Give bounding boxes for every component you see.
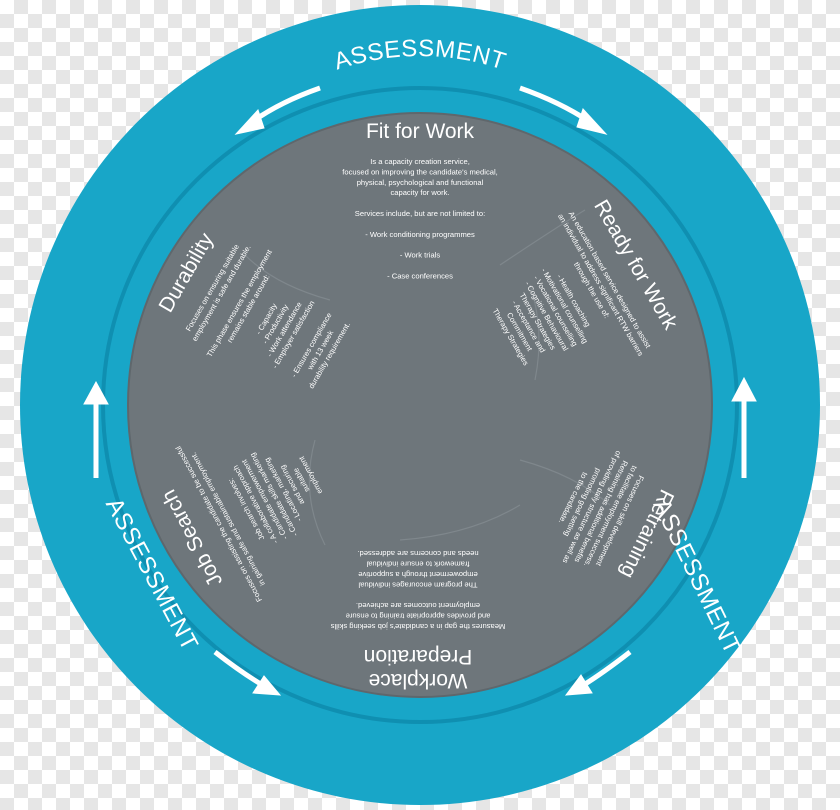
fit-for-work-body-line: focused on improving the candidate's med… — [342, 167, 498, 176]
workplace-preparation-body-line: employment outcomes are achieved. — [356, 601, 480, 610]
workplace-preparation-body-line: The program encourages individual — [358, 580, 477, 589]
arrowhead-top-right-icon — [576, 108, 608, 135]
section-dividers — [244, 209, 611, 546]
workplace-preparation-title: Workplace — [369, 669, 468, 692]
workplace-preparation-body-line: empowerment through a supportive — [358, 570, 477, 579]
ring-inner-edge — [101, 86, 739, 724]
workplace-preparation-body-line: Measures the gap in a candidate's job se… — [331, 622, 506, 631]
fit-for-work-title: Fit for Work — [366, 120, 475, 143]
workplace-preparation-body-line: framework to ensure individual — [366, 560, 469, 569]
arrowhead-right-up-icon — [731, 376, 757, 402]
workplace-preparation-title: Preparation — [364, 645, 473, 668]
arrowhead-top-left-icon — [234, 109, 265, 135]
fit-for-work-body-line: - Case conferences — [387, 271, 453, 280]
process-core — [127, 112, 713, 698]
arrowhead-left-down-icon — [252, 675, 282, 696]
cycle-arrows — [83, 85, 757, 696]
arrowhead-right-down-icon — [564, 674, 593, 696]
fit-for-work-body-line: capacity for work. — [390, 188, 449, 197]
arrowhead-left-up-icon — [83, 380, 109, 405]
fit-for-work-body-line: Services include, but are not limited to… — [355, 209, 485, 218]
fit-for-work-body-line: physical, psychological and functional — [357, 178, 484, 187]
workplace-preparation-body-line: and provides appropriate training to ens… — [346, 612, 491, 621]
fit-for-work-body-line: - Work conditioning programmes — [365, 230, 475, 239]
section-fit-for-work: Fit for Work Is a capacity creation servi… — [342, 120, 498, 280]
workplace-preparation-body-line: needs and concerns are addressed. — [357, 549, 478, 558]
fit-for-work-body-line: Is a capacity creation service, — [370, 157, 470, 166]
fit-for-work-body-line: - Work trials — [400, 251, 441, 260]
